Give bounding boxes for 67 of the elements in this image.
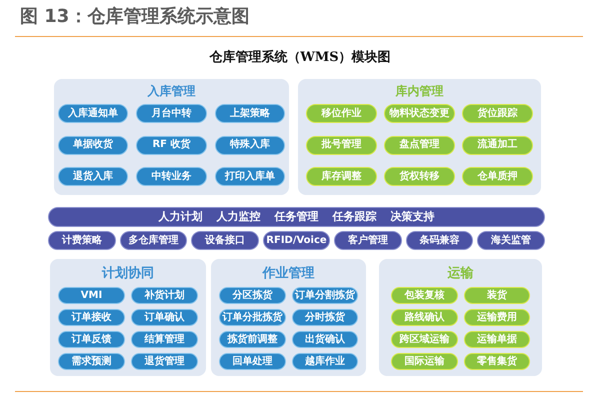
function-tag: 分区拣货 [219,287,286,304]
function-tag: 设备接口 [191,231,259,250]
function-tag: 特殊入库 [214,136,285,154]
function-name: 决策支持 [390,210,434,224]
function-tag: 国际运输 [391,353,458,370]
function-tag: 订单确认 [131,309,198,326]
function-tag: 回单处理 [219,353,286,370]
function-tag: 越库作业 [292,353,358,370]
function-tag: 海关监管 [477,231,545,250]
function-tag: 物料状态变更 [384,104,455,123]
function-tag: 跨区域运输 [391,331,458,348]
module-panel [50,259,206,376]
function-tag: 出货确认 [292,331,358,348]
function-tag: 仓单质押 [462,167,533,186]
function-tag: 补货计划 [131,287,198,304]
function-tag: 多仓库管理 [120,231,188,250]
function-tag: 订单分批拣货 [219,309,286,326]
function-tag: 包装复核 [391,287,458,304]
function-tag: 入库通知单 [58,104,128,123]
function-tag: 移位作业 [306,104,377,123]
function-tag: 流通加工 [462,136,533,154]
panel-heading: 作业管理 [262,266,314,282]
function-tag: 拣货前调整 [219,331,286,348]
function-tag: 库存调整 [306,167,377,186]
function-tag: 单据收货 [58,136,128,154]
module-panel [298,79,541,195]
function-tag: 运输费用 [464,309,530,326]
panel-heading: 计划协同 [102,266,154,282]
function-tag: 上架策略 [214,104,285,123]
function-tag: 货位跟踪 [462,104,533,123]
function-tag: RF 收货 [136,136,207,154]
function-tag: 需求预测 [58,353,125,370]
function-tag: 货权转移 [384,167,455,186]
function-tag: 盘点管理 [384,136,455,154]
function-tag: 订单接收 [58,309,125,326]
function-tag: 中转业务 [136,167,207,186]
module-panel [379,259,542,376]
function-tag: 退货管理 [131,353,198,370]
function-tag: 月台中转 [136,104,207,123]
function-tag: 装货 [464,287,530,304]
module-bar [48,207,545,227]
function-tag: 退货入库 [58,167,128,186]
function-tag: RFID/Voice [262,231,330,250]
module-panel [211,259,366,376]
function-tag: 打印入库单 [214,167,285,186]
function-name: 任务跟踪 [332,210,376,224]
function-tag: 计费策略 [48,231,116,250]
function-name: 任务管理 [274,210,318,224]
function-tag: 分时拣货 [292,309,358,326]
function-tag: 结算管理 [131,331,198,348]
function-tag: 条码兼容 [406,231,474,250]
function-tag: VMI [58,287,125,304]
function-tag: 零售集货 [464,353,530,370]
module-panel [54,79,289,195]
function-tag: 客户管理 [334,231,402,250]
function-tag: 订单分割拣货 [292,287,358,304]
function-tag: 批号管理 [306,136,377,154]
panel-heading: 运输 [448,266,474,282]
function-name: 人力计划 [158,210,202,224]
panel-heading: 库内管理 [396,83,444,99]
function-tag: 路线确认 [391,309,458,326]
diagram-title: 仓库管理系统（WMS）模块图 [209,49,391,67]
panel-heading: 入库管理 [148,83,196,99]
function-tag: 订单反馈 [58,331,125,348]
function-name: 人力监控 [216,210,260,224]
function-tag: 运输单据 [464,331,530,348]
figure-caption: 图 13：仓库管理系统示意图 [20,5,250,29]
